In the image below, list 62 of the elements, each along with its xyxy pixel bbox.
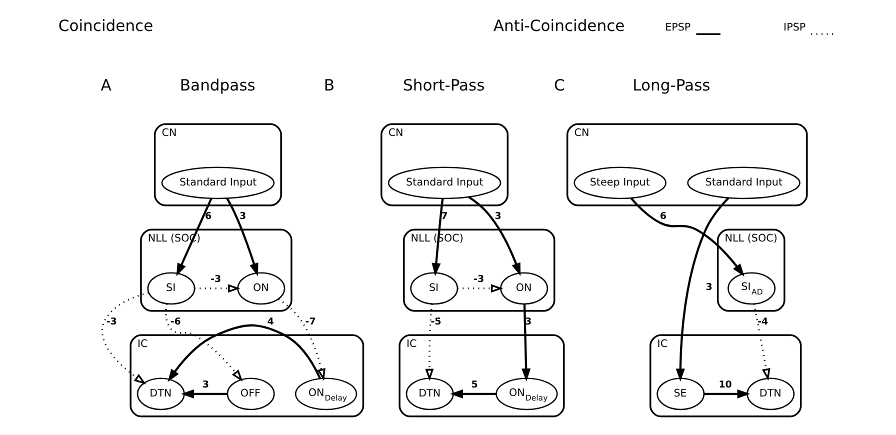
arrow [468, 196, 521, 276]
node-ellipse: ON$_{Delay}$ [294, 378, 358, 410]
arrow [522, 304, 531, 382]
node-ellipse: ON [237, 272, 286, 305]
edge-label: 3 [240, 211, 246, 222]
edge-label: 7 [441, 211, 448, 222]
edge-label: 4 [267, 316, 274, 328]
edge-label: -7 [305, 316, 316, 328]
label: Coincidence [58, 17, 154, 36]
arrow [458, 284, 504, 293]
legend-label: IPSP [784, 21, 806, 34]
edge-label: 10 [718, 380, 732, 391]
node-ellipse: SI [147, 272, 196, 305]
node-ellipse: DTN [746, 378, 795, 410]
legend-label: EPSP [665, 21, 691, 34]
node-ellipse: Standard Input [687, 166, 800, 200]
label: Anti-Coincidence [493, 17, 625, 36]
node-ellipse: DTN [136, 378, 185, 410]
node-ellipse: SI [410, 272, 458, 305]
label: C [554, 76, 565, 95]
arrow [102, 292, 149, 384]
node-ellipse: ON$_{Delay}$ [496, 378, 558, 410]
arrow [168, 324, 322, 382]
label: Bandpass [180, 76, 256, 95]
arrow [432, 198, 444, 276]
edge-label: 3 [494, 211, 502, 222]
edge-label: 6 [204, 211, 212, 222]
edge-label: -5 [430, 316, 442, 328]
edge-label: 3 [706, 282, 712, 293]
arrow [194, 284, 240, 293]
arrow [181, 389, 228, 398]
node-ellipse: DTN [406, 378, 454, 410]
arrow [278, 298, 326, 381]
arrow [704, 389, 750, 398]
node-ellipse: SE [656, 378, 705, 410]
edge-label: 3 [524, 316, 532, 328]
edge-label: 6 [660, 211, 667, 222]
node-ellipse: SI$_{AD}$ [728, 272, 776, 305]
node-ellipse: ON [500, 272, 548, 305]
label: Long-Pass [632, 76, 710, 95]
edge-label: -4 [758, 316, 768, 328]
node-ellipse: Standard Input [388, 166, 502, 200]
arrow [425, 304, 434, 381]
node-ellipse: Standard Input [161, 166, 275, 200]
arrow [753, 304, 770, 381]
edge-label: -3 [210, 274, 222, 286]
arrow [450, 389, 496, 398]
arrow [176, 198, 212, 276]
arrow [165, 304, 243, 382]
label: B [324, 76, 335, 95]
arrow [630, 197, 744, 277]
arrow [676, 197, 730, 382]
edge-label: -3 [106, 316, 117, 328]
node-ellipse: Steep Input [574, 166, 666, 200]
edge-label: 5 [471, 380, 478, 391]
edge-label: 3 [202, 380, 210, 391]
edge-label: -6 [170, 316, 181, 328]
edge-label: -3 [474, 274, 484, 286]
arrow [226, 198, 258, 276]
node-ellipse: OFF [226, 378, 275, 410]
label: A [100, 76, 112, 95]
label: Short-Pass [403, 76, 485, 95]
